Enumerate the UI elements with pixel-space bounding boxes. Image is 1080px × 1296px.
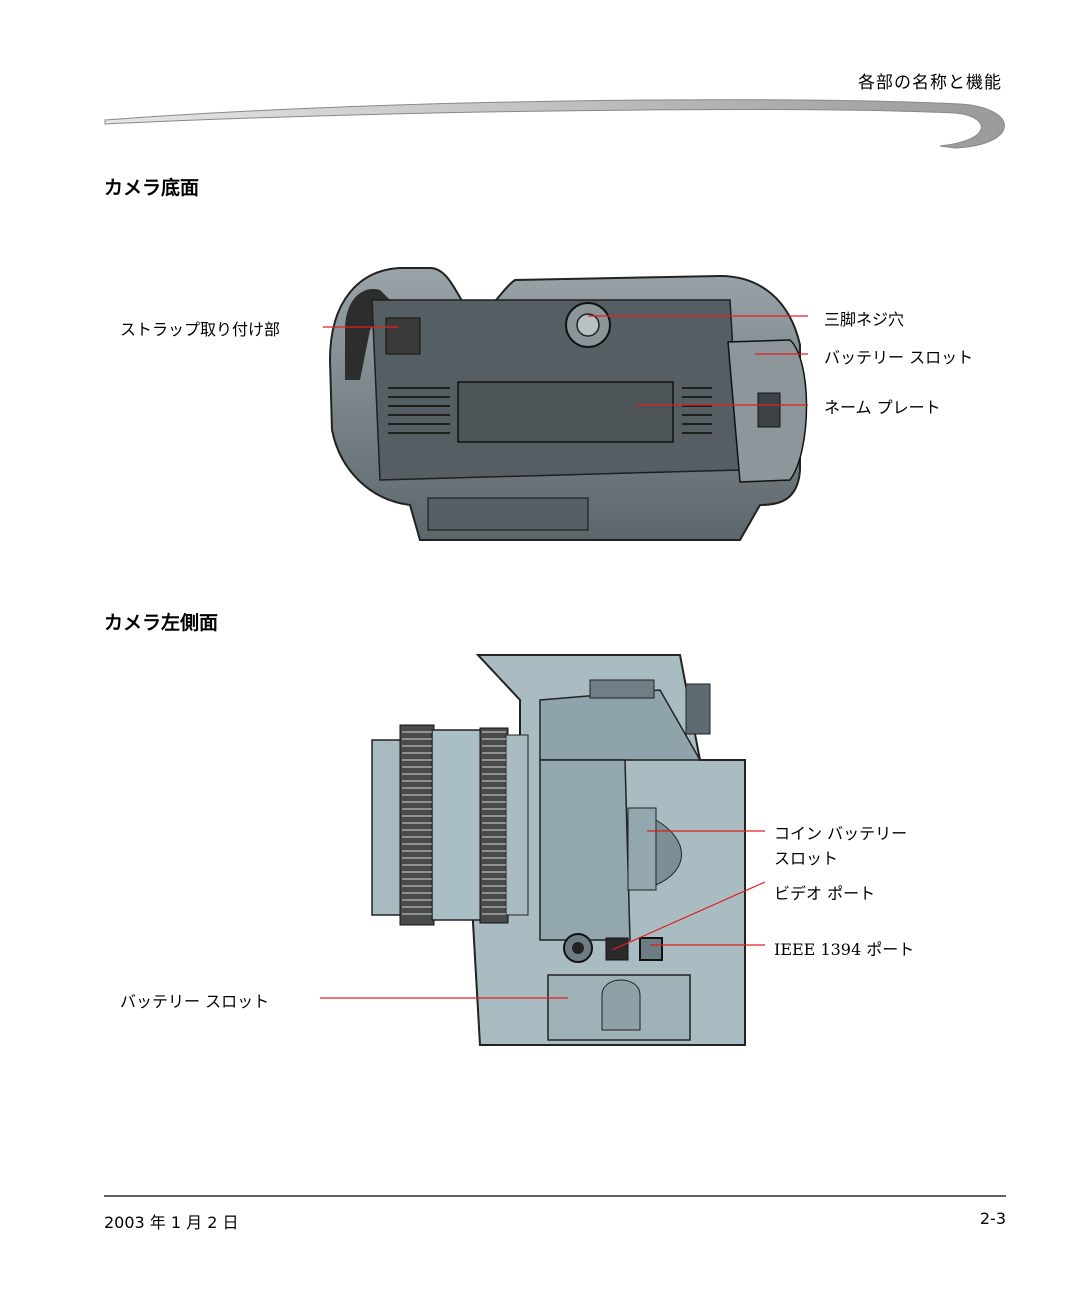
label-battery-slot-side: バッテリー スロット: [120, 992, 270, 1011]
lens-knurl-lines: [402, 731, 506, 915]
label-name-plate: ネーム プレート: [824, 398, 941, 417]
section-heading-left-side: カメラ左側面: [104, 612, 219, 634]
bottom-vent-lines: [388, 387, 712, 434]
label-ieee-port: IEEE 1394 ポート: [774, 940, 915, 959]
label-strap-mount: ストラップ取り付け部: [120, 320, 281, 339]
camera-bottom-illustration: [328, 267, 808, 541]
label-coin-battery-line2: スロット: [774, 849, 839, 868]
camera-side-illustration: [371, 654, 746, 1046]
chapter-title: 各部の名称と機能: [858, 73, 1002, 93]
header-swoosh: [104, 99, 1005, 149]
label-tripod-socket: 三脚ネジ穴: [824, 310, 905, 329]
footer-date: 2003 年 1 月 2 日: [104, 1213, 239, 1232]
label-battery-slot-bottom: バッテリー スロット: [824, 348, 974, 367]
callout-line-video: [611, 881, 766, 951]
label-coin-battery-line1: コイン バッテリー: [774, 824, 908, 843]
label-video-port: ビデオ ポート: [774, 884, 876, 903]
section-heading-bottom: カメラ底面: [104, 177, 200, 199]
callout-lines: [320, 315, 808, 999]
page-number: 2-3: [979, 1209, 1006, 1228]
